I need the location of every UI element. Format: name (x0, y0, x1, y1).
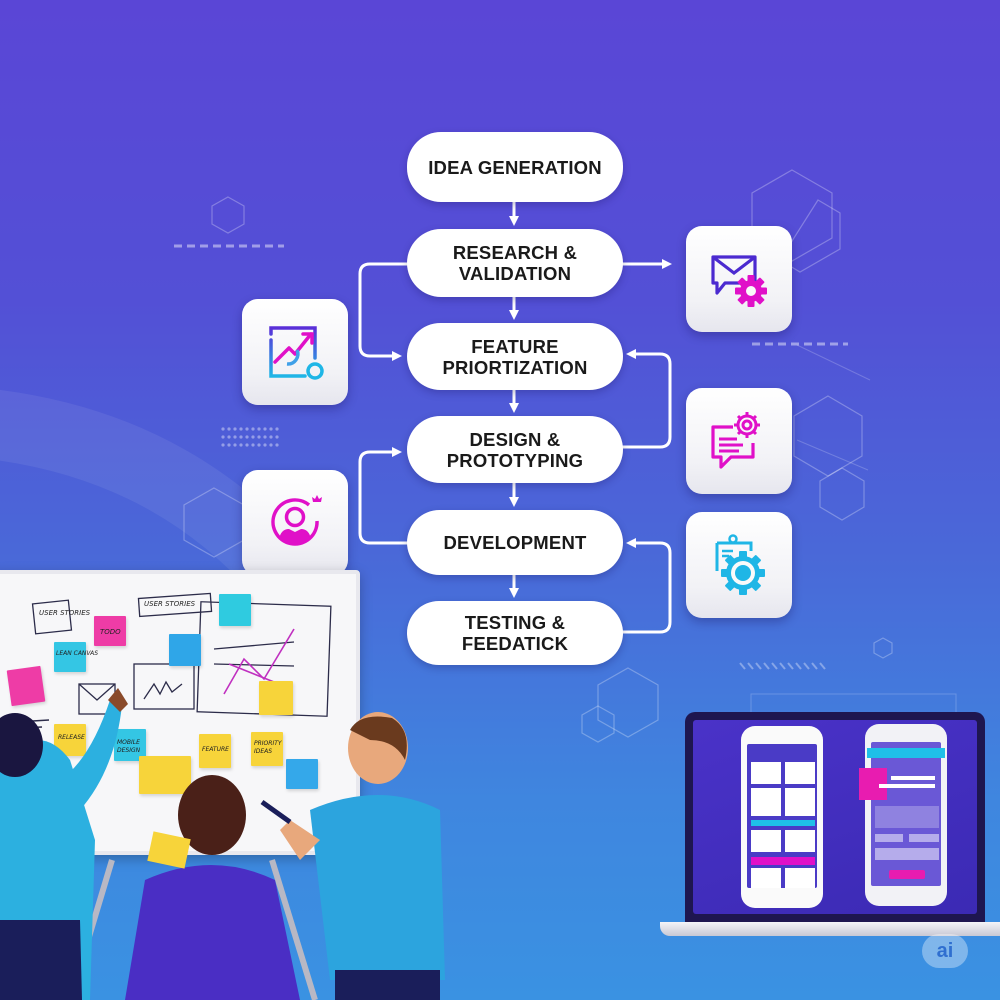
note-label: FEATURE (202, 746, 229, 753)
laptop-screen (693, 720, 977, 914)
app-bar (751, 820, 815, 826)
loop-development-to-design (358, 447, 408, 545)
app-tile (751, 762, 781, 784)
analytics-card (242, 299, 348, 405)
person-right (260, 712, 445, 1000)
step-development: DEVELOPMENT (407, 510, 623, 575)
ai-badge: ai (922, 934, 968, 968)
sticky-note (114, 729, 146, 761)
person-middle (125, 775, 300, 1000)
app-header-bar (867, 748, 945, 758)
user-profile-icon (271, 495, 322, 546)
step-research-validation: RESEARCH & VALIDATION (407, 229, 623, 297)
clipboard-gear-icon (715, 534, 765, 595)
hexagon-decoration (211, 196, 245, 234)
step-idea-generation: IDEA GENERATION (407, 132, 623, 202)
app-tile (785, 868, 815, 888)
app-bar (751, 857, 815, 865)
chat-settings-card (686, 388, 792, 494)
sticky-note (219, 594, 251, 626)
step-design-prototyping: DESIGN & PROTOTYPING (407, 416, 623, 483)
loop-design-to-feature (622, 349, 672, 449)
loop-testing-to-development (622, 538, 672, 634)
hexagon-decoration (751, 169, 833, 262)
note-label: TODO (100, 628, 121, 636)
person-left (0, 688, 128, 1000)
clipboard-gear-card (686, 512, 792, 618)
email-settings-icon (711, 255, 767, 307)
loop-research-to-feature (358, 262, 408, 361)
app-tile (751, 868, 781, 888)
sticky-note (139, 756, 191, 794)
analytics-chart-icon (269, 326, 324, 380)
app-tile (751, 788, 781, 816)
user-profile-card (242, 470, 348, 576)
note-label: USER STORIES (144, 600, 196, 608)
step-feature-prioritization: FEATURE PRIORTIZATION (407, 323, 623, 390)
app-tile (785, 762, 815, 784)
email-settings-card (686, 226, 792, 332)
hexagon-decoration (597, 667, 659, 738)
phone-mockup-form (859, 724, 947, 906)
sticky-note (169, 634, 201, 666)
sticky-note (199, 734, 231, 768)
app-tile (785, 830, 815, 852)
app-tile (751, 830, 781, 852)
note-label: LEAN CANVAS (56, 650, 99, 657)
note-label: RELEASE (58, 734, 85, 741)
sticky-note (286, 759, 318, 789)
laptop-base (660, 922, 1000, 936)
app-submit-button (889, 870, 925, 879)
laptop-illustration (685, 712, 985, 922)
note-label: PRIORITY IDEAS (254, 740, 282, 755)
note-label: MOBILE DESIGN (117, 739, 141, 754)
step-testing-feedback: TESTING & FEEDATICK (407, 601, 623, 665)
phone-mockup-grid (741, 726, 823, 908)
sticky-note (54, 642, 86, 672)
app-tile (785, 788, 815, 816)
hexagon-decoration (793, 395, 863, 477)
dot-grid-decoration (221, 427, 279, 447)
sticky-note (94, 616, 126, 646)
chat-settings-icon (711, 412, 760, 469)
note-label: USER STORIES (39, 609, 91, 617)
sticky-note (259, 681, 293, 715)
sticky-note (251, 732, 283, 766)
